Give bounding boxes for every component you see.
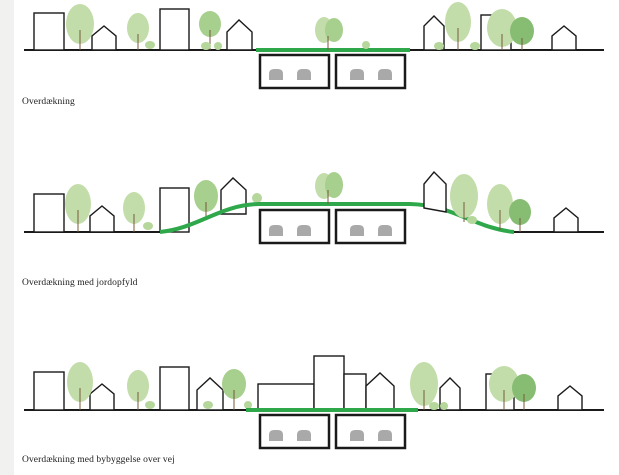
tunnel: [258, 208, 331, 245]
house: [91, 25, 117, 51]
deck-house: [365, 372, 395, 411]
bushes: [145, 41, 222, 50]
cross-section-jordopfyld: [24, 170, 604, 245]
panel-caption: Overdækning med bybyggelse over vej: [22, 455, 175, 465]
panel-overdaekning-jordopfyld: Overdækning med jordopfyld: [14, 160, 619, 300]
panel-overdaekning-bybyggelse: Overdækning med bybyggelse over vej: [14, 340, 619, 475]
house: [553, 207, 579, 233]
bushes: [467, 216, 477, 224]
bushes: [429, 402, 448, 410]
deck-building: [343, 373, 367, 411]
house: [439, 377, 461, 411]
panel-overdaekning: Overdækning: [14, 0, 619, 120]
tree: [489, 366, 519, 410]
tree: [66, 4, 94, 50]
house: [557, 385, 583, 411]
building: [159, 8, 190, 51]
bushes: [143, 193, 262, 230]
tree: [67, 362, 93, 410]
bush: [362, 41, 370, 49]
tree: [450, 174, 478, 222]
tree: [65, 184, 91, 232]
tree: [487, 184, 513, 230]
house: [423, 15, 445, 51]
building: [159, 187, 190, 233]
tree: [509, 199, 531, 232]
house: [89, 383, 115, 411]
deck-building: [257, 383, 315, 411]
tree: [512, 374, 536, 410]
diagram-page: Overdækning: [14, 0, 619, 475]
tree: [127, 370, 149, 410]
cross-section-bybyggelse: [24, 355, 604, 450]
building: [33, 12, 65, 51]
house: [196, 377, 224, 411]
house: [89, 205, 115, 233]
tree: [222, 369, 246, 410]
tree: [510, 17, 534, 50]
tree: [315, 17, 343, 50]
bushes: [434, 42, 480, 50]
tunnel: [334, 208, 407, 245]
house: [551, 25, 577, 51]
tunnel: [334, 413, 407, 450]
earth-fill-green: [159, 202, 515, 234]
tree: [123, 192, 145, 232]
tunnel: [334, 53, 407, 90]
building: [33, 371, 65, 411]
deck-building: [313, 355, 345, 411]
tree: [410, 362, 438, 410]
house: [423, 170, 447, 213]
bushes: [145, 401, 252, 409]
panel-caption: Overdækning: [22, 97, 75, 107]
building: [33, 193, 65, 233]
tunnel: [258, 413, 331, 450]
building: [159, 366, 190, 411]
tree: [487, 9, 517, 50]
house: [226, 19, 253, 51]
tunnel: [258, 53, 331, 90]
panel-caption: Overdækning med jordopfyld: [22, 278, 138, 288]
tree: [445, 2, 471, 50]
tree: [127, 13, 149, 50]
cross-section-overdaekning: [24, 2, 604, 90]
tree: [315, 172, 343, 204]
